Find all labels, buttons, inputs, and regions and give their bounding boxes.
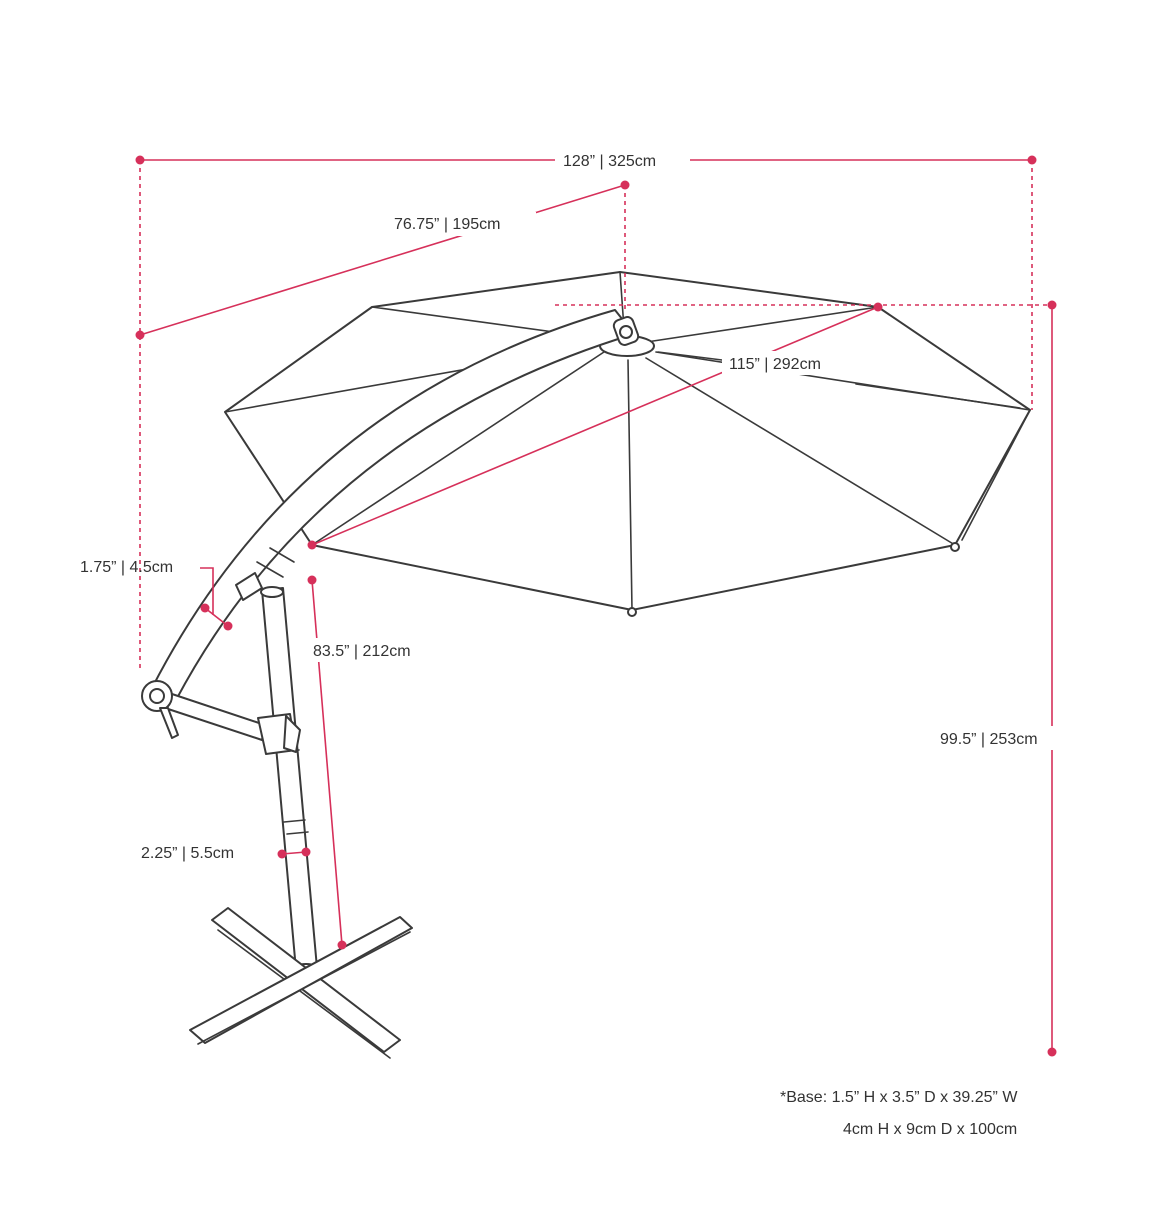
- canopy-diameter-label: 115” | 292cm: [729, 356, 821, 373]
- total-height-label: 99.5” | 253cm: [940, 731, 1038, 748]
- arm-width-label: 1.75” | 4.5cm: [80, 559, 173, 576]
- dimension-labels: 128” | 325cm 76.75” | 195cm 115” | 292cm…: [80, 148, 1068, 862]
- base-note-line2: 4cm H x 9cm D x 100cm: [843, 1121, 1017, 1138]
- canopy-radius-label: 76.75” | 195cm: [394, 216, 500, 233]
- base-dimensions-note: *Base: 1.5” H x 3.5” D x 39.25” W 4cm H …: [780, 1089, 1018, 1138]
- crank-handle: [159, 707, 179, 739]
- cross-base: [189, 907, 413, 1059]
- base-note-line1: *Base: 1.5” H x 3.5” D x 39.25” W: [780, 1089, 1018, 1106]
- cantilever-arm: [151, 309, 640, 701]
- pole-diameter-label: 2.25” | 5.5cm: [141, 845, 234, 862]
- clearance-height-label: 83.5” | 212cm: [313, 643, 411, 660]
- overall-width-label: 128” | 325cm: [563, 153, 656, 170]
- support-strut: [141, 680, 301, 755]
